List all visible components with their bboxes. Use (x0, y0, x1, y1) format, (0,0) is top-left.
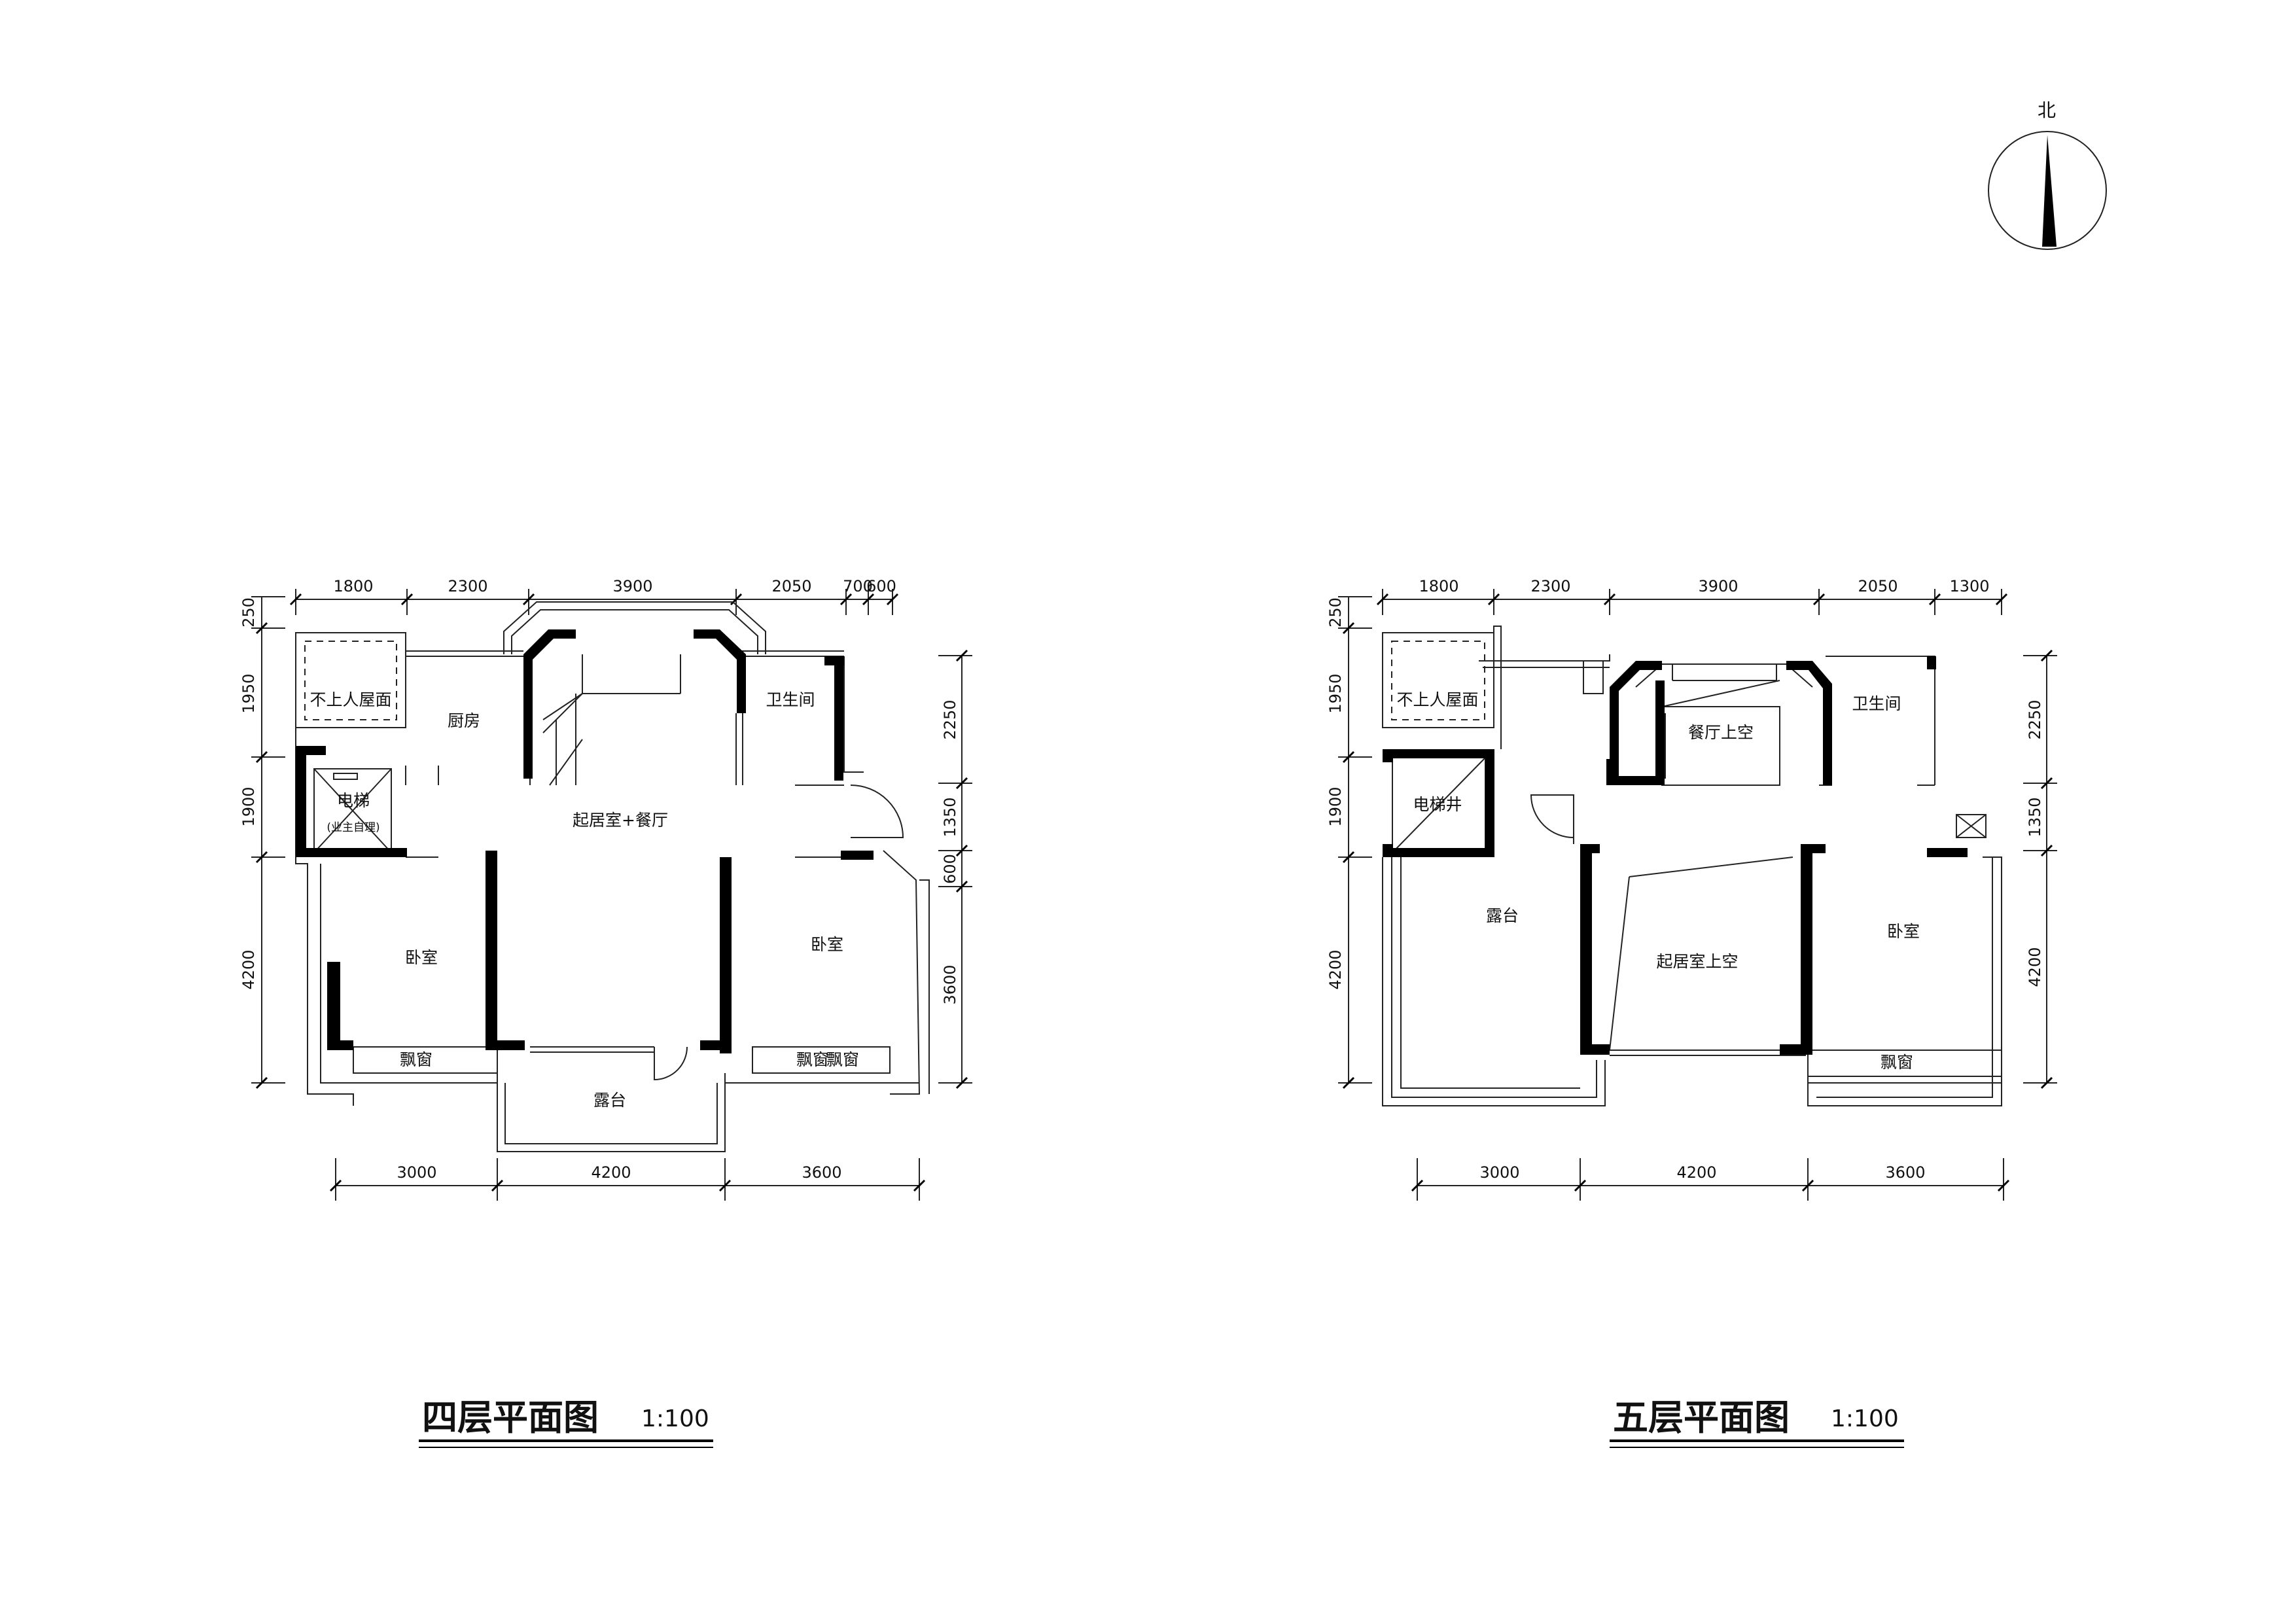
plan4-dims-bottom: 3000 4200 3600 (329, 1158, 926, 1201)
plan4-dim-top-4: 2050 (771, 577, 811, 595)
plan4-dim-left-3: 1900 (239, 786, 258, 826)
plan5-dim-top-1: 1800 (1419, 577, 1458, 595)
plan5-dim-top-3: 3900 (1698, 577, 1738, 595)
plan5-dim-top-5: 1300 (1949, 577, 1989, 595)
plan5-title: 五层平面图 1:100 (1610, 1397, 1904, 1448)
plan5-dim-top-2: 2300 (1530, 577, 1570, 595)
plan5-dim-left-4: 4200 (1326, 949, 1345, 989)
north-arrow: 北 (1988, 99, 2107, 250)
plan5-room-bay: 飘窗 (1881, 1053, 1913, 1072)
plan4-dim-top-5: 700 (843, 577, 873, 595)
plan4-title-text: 四层平面图 (422, 1397, 599, 1438)
plan5-room-living-void: 起居室上空 (1656, 952, 1738, 971)
plan5-room-terrace: 露台 (1486, 906, 1519, 925)
plan5-walls (1383, 656, 1968, 1055)
plan4-room-bath: 卫生间 (766, 690, 815, 709)
plan5-dim-top-4: 2050 (1858, 577, 1898, 595)
plan4-dim-left-2: 1950 (239, 673, 258, 713)
plan4-dim-right-4: 3600 (941, 964, 959, 1004)
plan5-dims-left: 250 1950 1900 4200 (1326, 596, 1372, 1089)
north-arrow-circle (1988, 131, 2107, 250)
plan5-room-elevator-shaft: 电梯井 (1413, 795, 1462, 814)
plan5-dims-top: 1800 2300 3900 2050 1300 (1376, 577, 2008, 615)
plan5-room-roof: 不上人屋面 (1396, 690, 1478, 709)
plan4-dim-right-3: 600 (941, 854, 959, 884)
north-label: 北 (2038, 99, 2056, 121)
plan4-dim-right-2: 1350 (941, 797, 959, 837)
plan5-dims-bottom: 3000 4200 3600 (1411, 1158, 2010, 1201)
plan4-dim-top-6: 600 (866, 577, 896, 595)
plan5-outline (1382, 626, 2002, 1106)
plan4-scale-text: 1:100 (641, 1405, 709, 1432)
plan5-dims-right: 2250 1350 4200 (2023, 649, 2057, 1089)
plan4-room-bay-left: 飘窗 (400, 1050, 433, 1069)
plan4-dims-top: 1800 2300 3900 2050 700 600 (289, 577, 899, 615)
plan5-scale-text: 1:100 (1831, 1405, 1899, 1432)
plan4-room-bay-right-b: 飘窗 (826, 1050, 859, 1069)
plan5-room-dining-void: 餐厅上空 (1688, 723, 1754, 742)
plan4-room-bay-right-a: 飘窗 (796, 1050, 829, 1069)
plan-4th-floor: 1800 2300 3900 2050 700 600 250 1950 190… (239, 577, 972, 1448)
plan4-walls (296, 629, 874, 1053)
plan5-dim-bottom-3: 3600 (1885, 1163, 1925, 1182)
plan5-dim-bottom-2: 4200 (1676, 1163, 1716, 1182)
plan4-dim-left-1: 250 (239, 597, 258, 627)
plan5-dim-right-2: 1350 (2026, 797, 2044, 837)
plan4-room-terrace: 露台 (593, 1091, 626, 1110)
plan4-room-kitchen: 厨房 (448, 711, 480, 730)
plan5-title-text: 五层平面图 (1613, 1397, 1790, 1438)
plan5-dim-bottom-1: 3000 (1479, 1163, 1519, 1182)
plan4-title: 四层平面图 1:100 (419, 1397, 713, 1448)
plan5-dim-right-1: 2250 (2026, 699, 2044, 739)
plan4-dim-bottom-2: 4200 (591, 1163, 631, 1182)
plan4-room-roof: 不上人屋面 (309, 690, 391, 709)
plan5-dim-left-1: 250 (1326, 597, 1345, 627)
plan5-room-labels: 不上人屋面 电梯井 餐厅上空 卫生间 露台 起居室上空 卧室 飘窗 (1396, 690, 1920, 1072)
plan5-dim-left-2: 1950 (1326, 673, 1345, 713)
plan4-dim-right-1: 2250 (941, 699, 959, 739)
plan4-room-elevator: 电梯 (337, 791, 370, 810)
plan4-room-labels: 不上人屋面 厨房 卫生间 电梯 (业主自理) 起居室+餐厅 卧室 卧室 飘窗 飘… (309, 690, 859, 1110)
plan5-room-bedroom: 卧室 (1887, 922, 1920, 941)
north-arrow-icon (2042, 135, 2057, 247)
plan4-dims-right: 2250 1350 600 3600 (938, 649, 972, 1089)
plan4-outline (295, 601, 930, 1152)
plan5-dim-left-3: 1900 (1326, 786, 1345, 826)
plan4-dim-top-1: 1800 (333, 577, 373, 595)
plan5-dim-right-3: 4200 (2026, 947, 2044, 987)
plan4-dim-bottom-3: 3600 (802, 1163, 841, 1182)
plan4-room-bedroom-left: 卧室 (405, 948, 438, 967)
plan5-room-bath: 卫生间 (1852, 694, 1901, 713)
plan4-room-elevator-sub: (业主自理) (327, 821, 380, 834)
plan4-stair (529, 654, 681, 786)
plan4-room-bedroom-right: 卧室 (811, 935, 843, 954)
plan4-dims-left: 250 1950 1900 4200 (239, 596, 285, 1089)
plan4-room-living: 起居室+餐厅 (573, 811, 668, 830)
plan-5th-floor: 1800 2300 3900 2050 1300 250 1950 1900 4… (1326, 577, 2057, 1448)
plan4-dim-left-4: 4200 (239, 949, 258, 989)
plan4-dim-bottom-1: 3000 (397, 1163, 436, 1182)
plan4-dim-top-3: 3900 (612, 577, 652, 595)
plan4-dim-top-2: 2300 (448, 577, 487, 595)
